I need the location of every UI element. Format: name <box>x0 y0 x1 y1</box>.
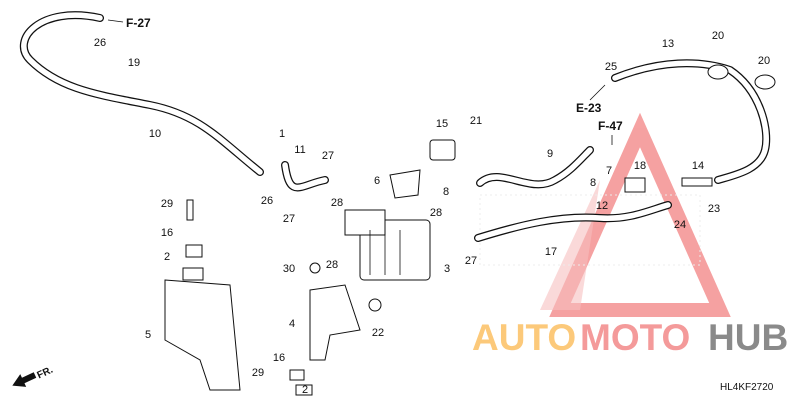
mount-rubbers <box>182 64 776 396</box>
svg-text:16: 16 <box>273 352 285 364</box>
diagram-code: HL4KF2720 <box>720 382 774 393</box>
bracket-6 <box>389 169 421 199</box>
bracket-4 <box>309 284 361 361</box>
svg-text:26: 26 <box>261 195 273 207</box>
svg-text:14: 14 <box>692 160 704 172</box>
svg-text:6: 6 <box>374 175 380 187</box>
watermark-text: AUTO MOTO HUB <box>472 317 788 358</box>
svg-text:FR.: FR. <box>36 365 55 382</box>
solenoid-15 <box>429 139 456 161</box>
svg-text:4: 4 <box>289 318 295 330</box>
svg-text:16: 16 <box>161 227 173 239</box>
svg-text:MOTO: MOTO <box>580 317 690 358</box>
svg-text:HUB: HUB <box>708 317 788 358</box>
hose-10 <box>20 11 264 176</box>
svg-text:28: 28 <box>430 207 442 219</box>
callout-numbers: 26 19 10 1 11 27 26 29 16 2 27 28 6 15 2… <box>94 30 770 396</box>
reference-f27: F-27 <box>107 16 151 30</box>
svg-text:27: 27 <box>283 213 295 225</box>
svg-text:F-47: F-47 <box>598 119 623 133</box>
svg-text:F-27: F-27 <box>126 16 151 30</box>
svg-text:AUTO: AUTO <box>472 317 576 358</box>
bracket-5 <box>164 279 241 391</box>
svg-text:20: 20 <box>712 30 724 42</box>
svg-text:20: 20 <box>758 55 770 67</box>
reference-e23: E-23 <box>576 84 606 115</box>
svg-text:2: 2 <box>164 251 170 263</box>
svg-text:15: 15 <box>436 118 448 130</box>
svg-text:3: 3 <box>444 263 450 275</box>
svg-text:28: 28 <box>331 197 343 209</box>
svg-text:17: 17 <box>545 246 557 258</box>
hose-13 <box>611 59 771 184</box>
hose-9 <box>476 146 594 189</box>
reference-f47: F-47 <box>598 119 623 145</box>
hose-11 <box>281 161 329 192</box>
svg-text:8: 8 <box>443 186 449 198</box>
svg-text:30: 30 <box>283 263 295 275</box>
svg-text:7: 7 <box>606 165 612 177</box>
svg-text:19: 19 <box>128 57 140 69</box>
svg-text:26: 26 <box>94 37 106 49</box>
svg-text:2: 2 <box>302 384 308 396</box>
svg-text:23: 23 <box>708 203 720 215</box>
svg-text:11: 11 <box>294 144 305 156</box>
svg-text:8: 8 <box>590 177 596 189</box>
svg-text:5: 5 <box>145 329 151 341</box>
hose-12 <box>474 201 672 242</box>
front-arrow: FR. <box>12 365 55 387</box>
svg-text:27: 27 <box>322 150 334 162</box>
svg-text:E-23: E-23 <box>576 101 602 115</box>
svg-text:27: 27 <box>465 255 477 267</box>
svg-text:21: 21 <box>470 115 482 127</box>
svg-text:10: 10 <box>149 128 161 140</box>
svg-text:29: 29 <box>161 198 173 210</box>
svg-text:24: 24 <box>674 219 686 231</box>
svg-text:29: 29 <box>252 367 264 379</box>
canister <box>344 209 431 281</box>
svg-text:13: 13 <box>662 38 674 50</box>
svg-text:25: 25 <box>605 61 617 73</box>
svg-text:22: 22 <box>372 327 384 339</box>
svg-text:18: 18 <box>634 160 646 172</box>
svg-text:9: 9 <box>547 148 553 160</box>
svg-text:28: 28 <box>326 259 338 271</box>
svg-text:12: 12 <box>596 200 608 212</box>
svg-text:1: 1 <box>279 128 285 140</box>
